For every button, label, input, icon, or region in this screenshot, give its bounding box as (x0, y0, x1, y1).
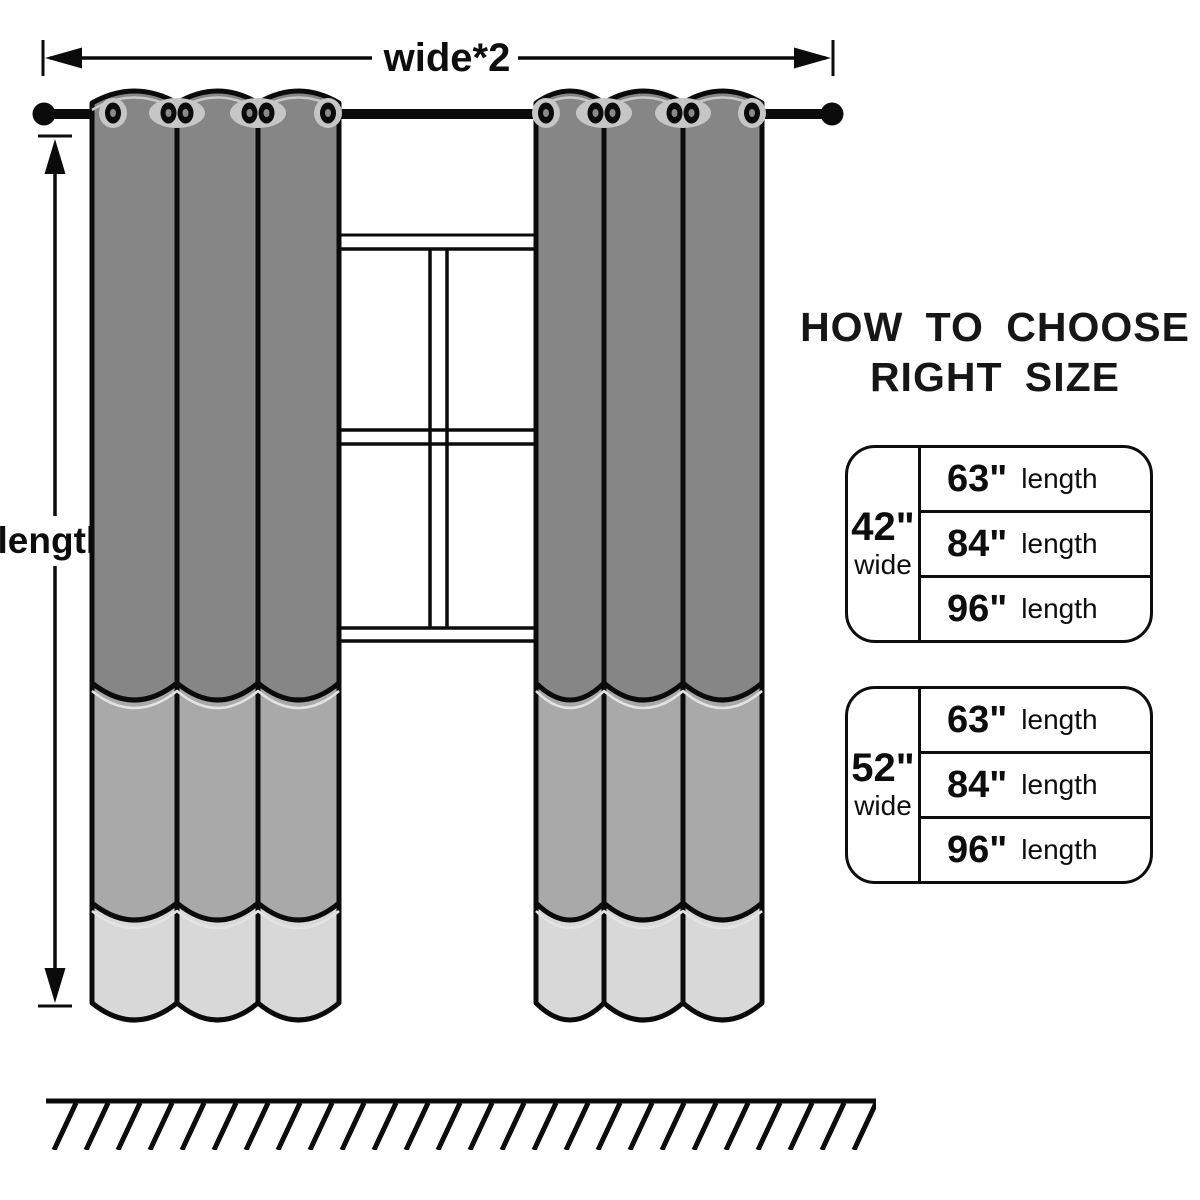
length-value: 84" (947, 522, 1008, 565)
grommet (314, 98, 342, 128)
length-unit: length (1021, 593, 1098, 624)
rod-finial-right (820, 102, 844, 126)
curtain-fold-mid (255, 657, 342, 923)
curtain-fold-dark (174, 88, 261, 703)
width-label: wide*2 (383, 36, 511, 80)
length-unit: length (1021, 769, 1098, 800)
guide-title-line1: HOW TO CHOOSE (800, 304, 1190, 350)
length-arrowhead-up (44, 139, 66, 174)
length-option-row: 96" length (921, 578, 1150, 640)
guide-title: HOW TO CHOOSE RIGHT SIZE (795, 302, 1195, 402)
length-arrowhead-down (44, 968, 66, 1003)
floor (46, 1098, 876, 1150)
size-table-42: 42" wide 63" length 84" length 96" lengt… (845, 445, 1153, 643)
width-arrow: wide*2 (41, 36, 835, 80)
width-value: 42" (851, 505, 915, 550)
length-options: 63" length 84" length 96" length (921, 448, 1150, 640)
grommet-pair (149, 98, 205, 128)
width-unit: wide (854, 790, 912, 822)
grommet-pair (655, 98, 711, 128)
curtain-fold-dark (533, 88, 607, 703)
curtain-fold-dark (680, 88, 765, 703)
length-value: 96" (947, 828, 1008, 871)
floor-hatching (46, 1103, 876, 1150)
grommet-pair (576, 98, 632, 128)
band-highlight (91, 689, 340, 710)
curtain-fold-dark (601, 88, 686, 703)
top-edge-highlight (535, 96, 763, 112)
length-option-row: 84" length (921, 754, 1150, 819)
band-highlight (535, 909, 763, 930)
grommet (99, 98, 127, 128)
length-unit: length (1021, 704, 1098, 735)
curtain-fold-dark (89, 88, 180, 703)
length-option-row: 63" length (921, 448, 1150, 513)
grommet-pair (230, 98, 286, 128)
width-unit: wide (854, 549, 912, 581)
width-cell: 52" wide (848, 689, 921, 881)
length-unit: length (1021, 834, 1098, 865)
width-cell: 42" wide (848, 448, 921, 640)
top-edge-highlight (91, 96, 340, 112)
length-value: 84" (947, 763, 1008, 806)
width-arrowhead-right (794, 47, 831, 69)
length-value: 63" (947, 457, 1008, 500)
length-unit: length (1021, 528, 1098, 559)
window-glass (336, 120, 540, 641)
length-options: 63" length 84" length 96" length (921, 689, 1150, 881)
length-option-row: 84" length (921, 513, 1150, 578)
curtain-fold-dark (255, 88, 342, 703)
rod-finial-left (32, 102, 56, 126)
guide-title-line2: RIGHT SIZE (869, 354, 1121, 400)
grommet (532, 98, 560, 128)
length-option-row: 96" length (921, 819, 1150, 881)
grommet (738, 98, 766, 128)
width-value: 52" (851, 746, 915, 791)
curtain-panel-right (532, 88, 766, 1023)
length-unit: length (1021, 463, 1098, 494)
length-value: 63" (947, 698, 1008, 741)
curtain-panel-left (89, 88, 342, 1023)
length-option-row: 63" length (921, 689, 1150, 754)
size-table-52: 52" wide 63" length 84" length 96" lengt… (845, 686, 1153, 884)
window (334, 120, 542, 643)
width-arrowhead-left (45, 47, 82, 69)
band-highlight (91, 909, 340, 930)
curtain-fold-mid (680, 657, 765, 923)
band-highlight (535, 689, 763, 710)
length-value: 96" (947, 587, 1008, 630)
